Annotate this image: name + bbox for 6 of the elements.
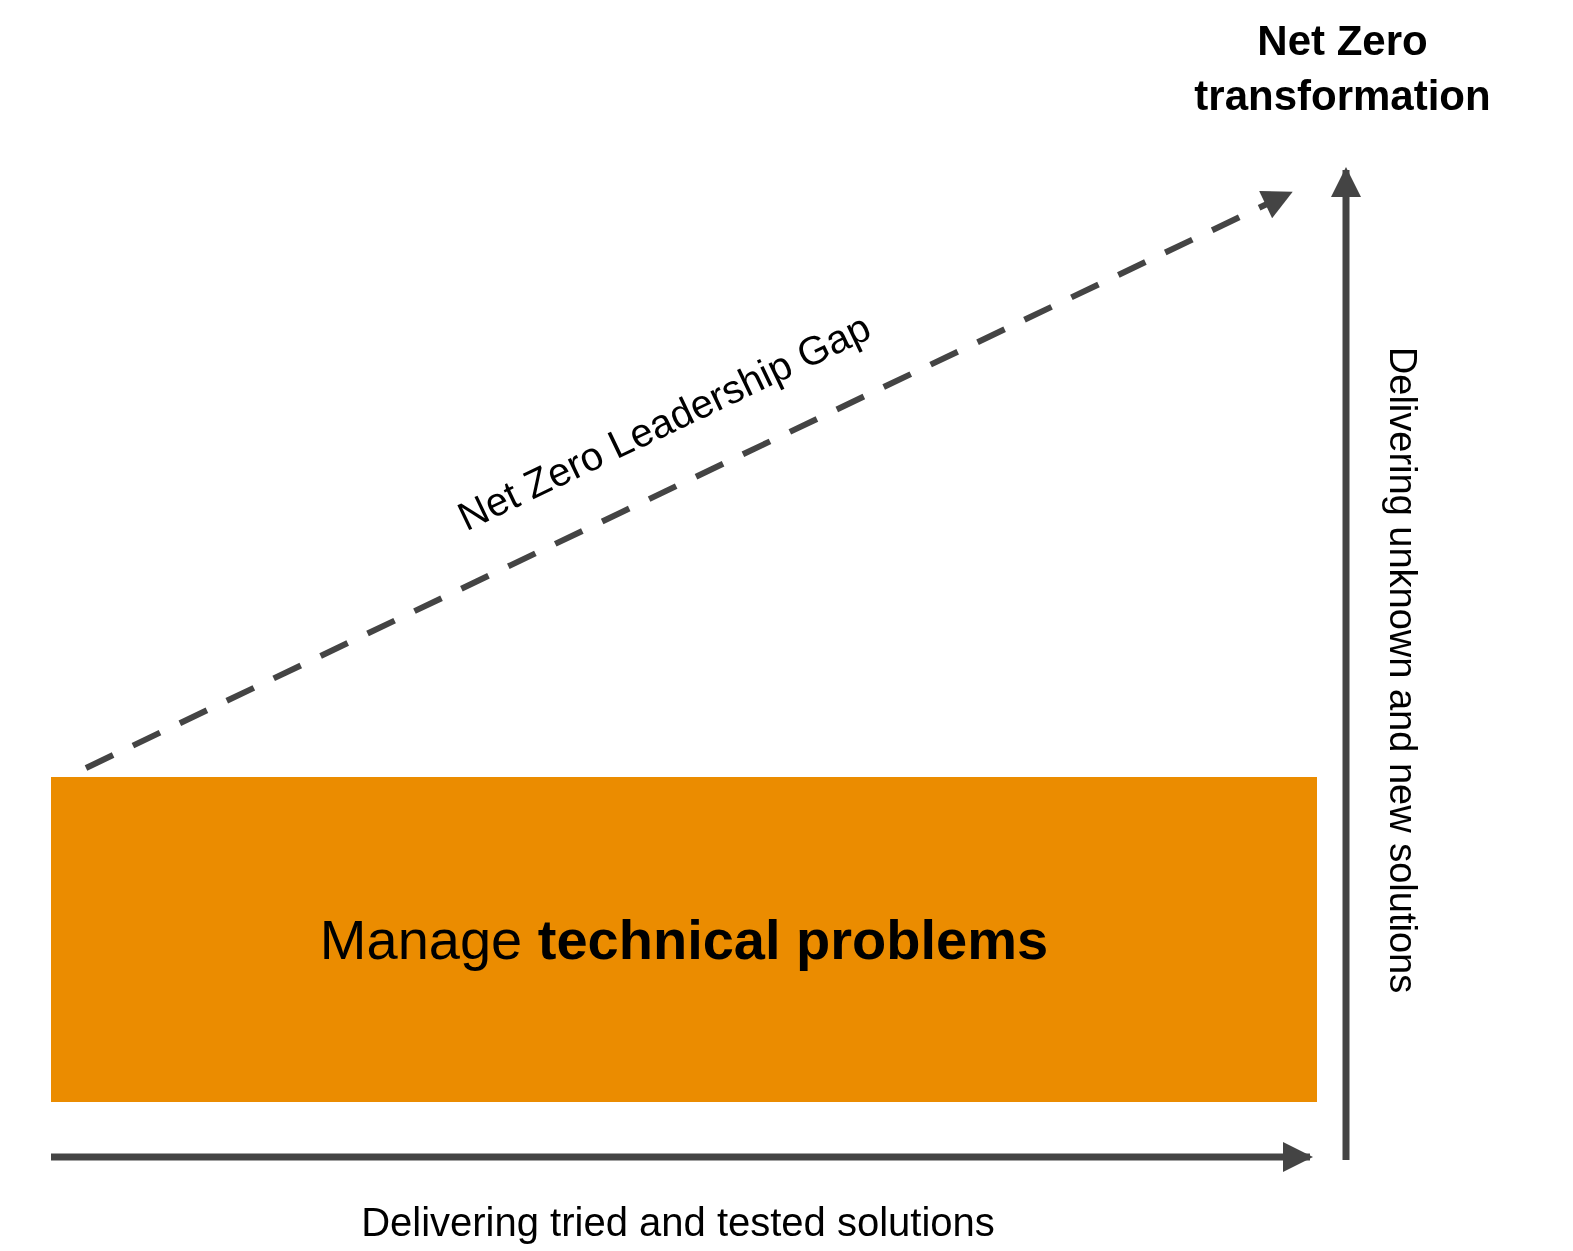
dashed-arrow	[84, 190, 1293, 771]
heading-text: Net Zero transformation	[1160, 10, 1525, 128]
axis-label: Delivering unknown and new solutions	[1380, 346, 1424, 994]
box-text: Manage technical problems	[319, 907, 1049, 972]
process-box	[51, 777, 1317, 1102]
axis-label: Delivering tried and tested solutions	[361, 1199, 995, 1245]
